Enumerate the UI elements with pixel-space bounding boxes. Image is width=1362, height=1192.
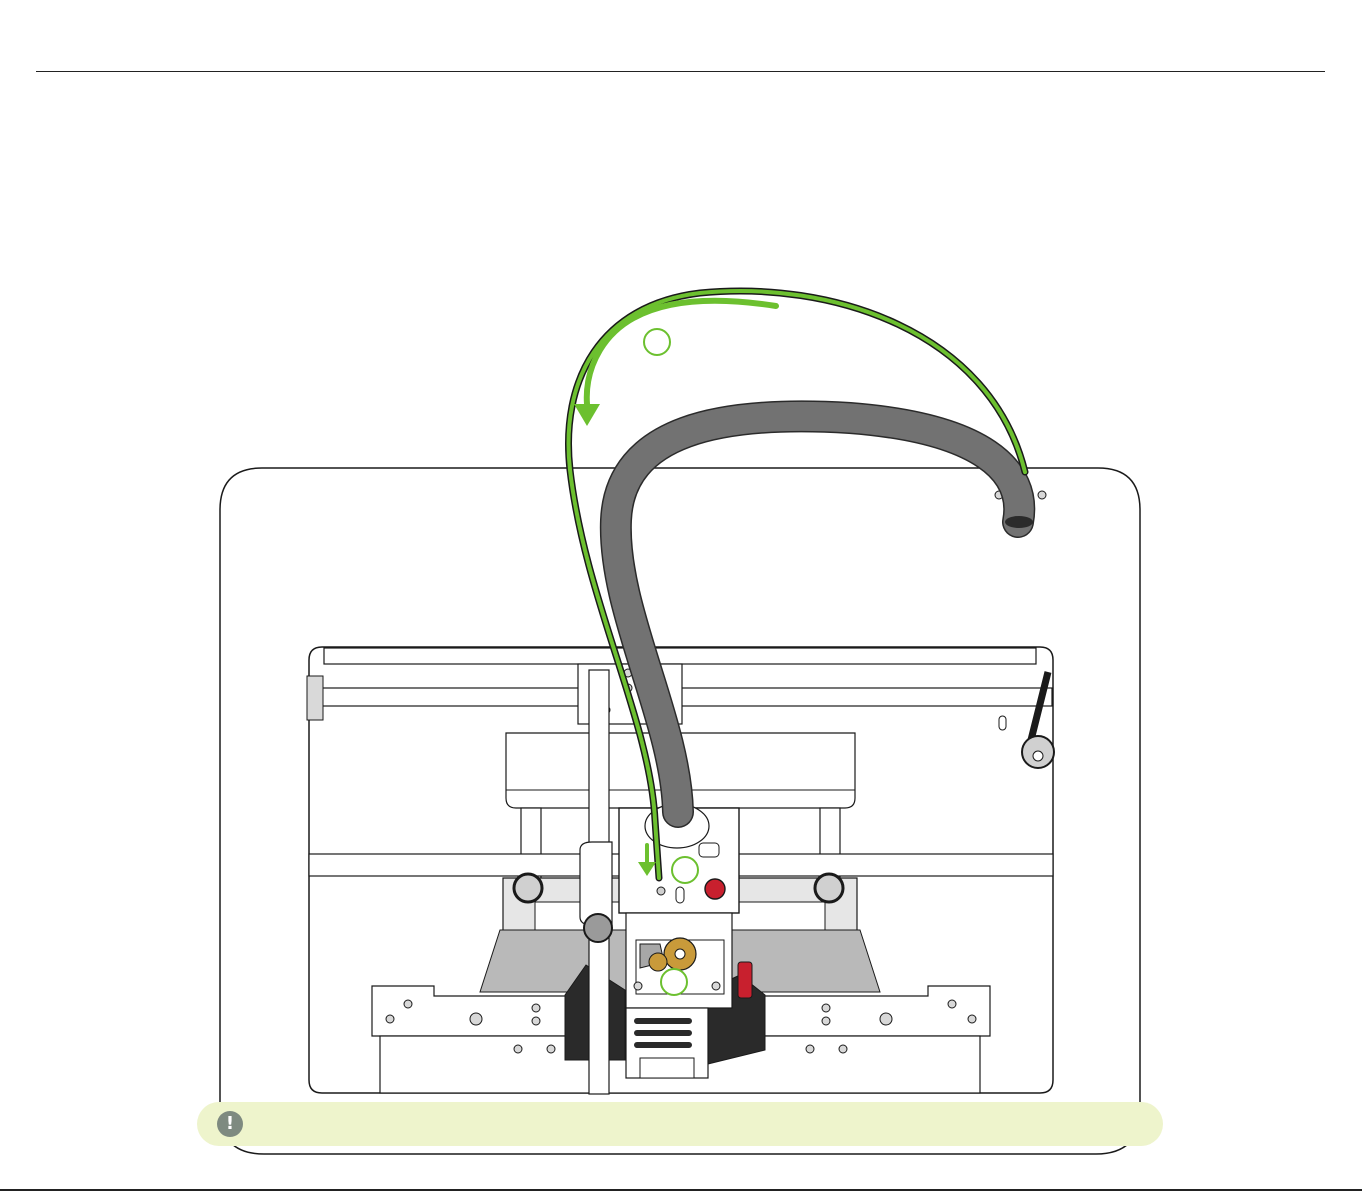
tube-end [1005,516,1033,528]
frame-hole-3 [470,1013,482,1025]
frame-hole-10 [968,1015,976,1023]
drive-gear-hub [675,949,685,959]
z-bearing-left [514,874,542,902]
frame-hole-6 [822,1004,830,1012]
rear-gantry-endstop [307,676,323,720]
footer-divider [0,1189,1362,1191]
step-marker-3 [661,969,687,995]
heat-sink-fins [634,1018,692,1048]
exclamation-icon: ! [217,1111,243,1137]
frame-hole-2 [386,1015,394,1023]
rod-bearing-ring [584,914,612,942]
nozzle-block [640,1058,694,1078]
frame-hole-8 [880,1013,892,1025]
filament-inlet [657,887,665,895]
lower-hole-left [634,982,642,990]
frame-hole-7 [822,1017,830,1025]
z-bearing-right [815,874,843,902]
body-hole-right [1038,491,1046,499]
note-bar: ! [197,1102,1163,1146]
pulley-hub [1033,751,1043,761]
insert-arrow-curve [587,301,776,404]
rear-gantry-rail [322,688,1052,706]
frame-hole-1 [404,1000,412,1008]
red-button [705,879,725,899]
idler-gear [649,953,667,971]
insert-arrow-head [574,404,600,426]
step-marker-2 [672,857,698,883]
frame-hole-9 [948,1000,956,1008]
frame-hole-14 [839,1045,847,1053]
rail-slot [999,716,1006,730]
collar-clip [699,843,719,857]
rear-rail-top [324,648,1036,664]
step-marker-1 [644,329,670,355]
frame-hole-5 [532,1017,540,1025]
inlet-slot [676,887,684,903]
frame-hole-11 [514,1045,522,1053]
frame-hole-12 [547,1045,555,1053]
frame-hole-4 [532,1004,540,1012]
frame-hole-13 [806,1045,814,1053]
lower-hole-right [712,982,720,990]
rod-bearing [580,842,612,925]
red-lever [738,962,752,998]
